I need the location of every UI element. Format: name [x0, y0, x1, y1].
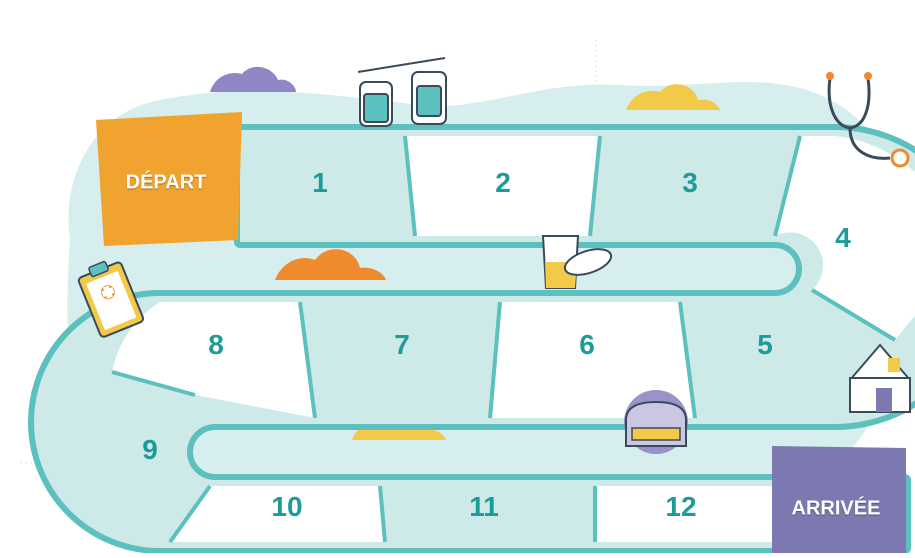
square-4-number: 4: [835, 222, 851, 254]
square-12-number: 12: [665, 491, 696, 523]
square-3-number: 3: [682, 167, 698, 199]
square-8-number: 8: [208, 329, 224, 361]
finish-label: ARRIVÉE: [792, 498, 881, 521]
square-9-number: 9: [142, 434, 158, 466]
square-2-number: 2: [495, 167, 511, 199]
cloud-icon: [210, 67, 296, 92]
square-1-number: 1: [312, 167, 328, 199]
square-5-number: 5: [757, 329, 773, 361]
start-label: DÉPART: [126, 172, 207, 195]
armchair-icon: [624, 390, 688, 454]
square-6-number: 6: [579, 329, 595, 361]
square-11-number: 11: [469, 491, 499, 523]
square-7-number: 7: [394, 329, 410, 361]
square-10-number: 10: [271, 491, 302, 523]
